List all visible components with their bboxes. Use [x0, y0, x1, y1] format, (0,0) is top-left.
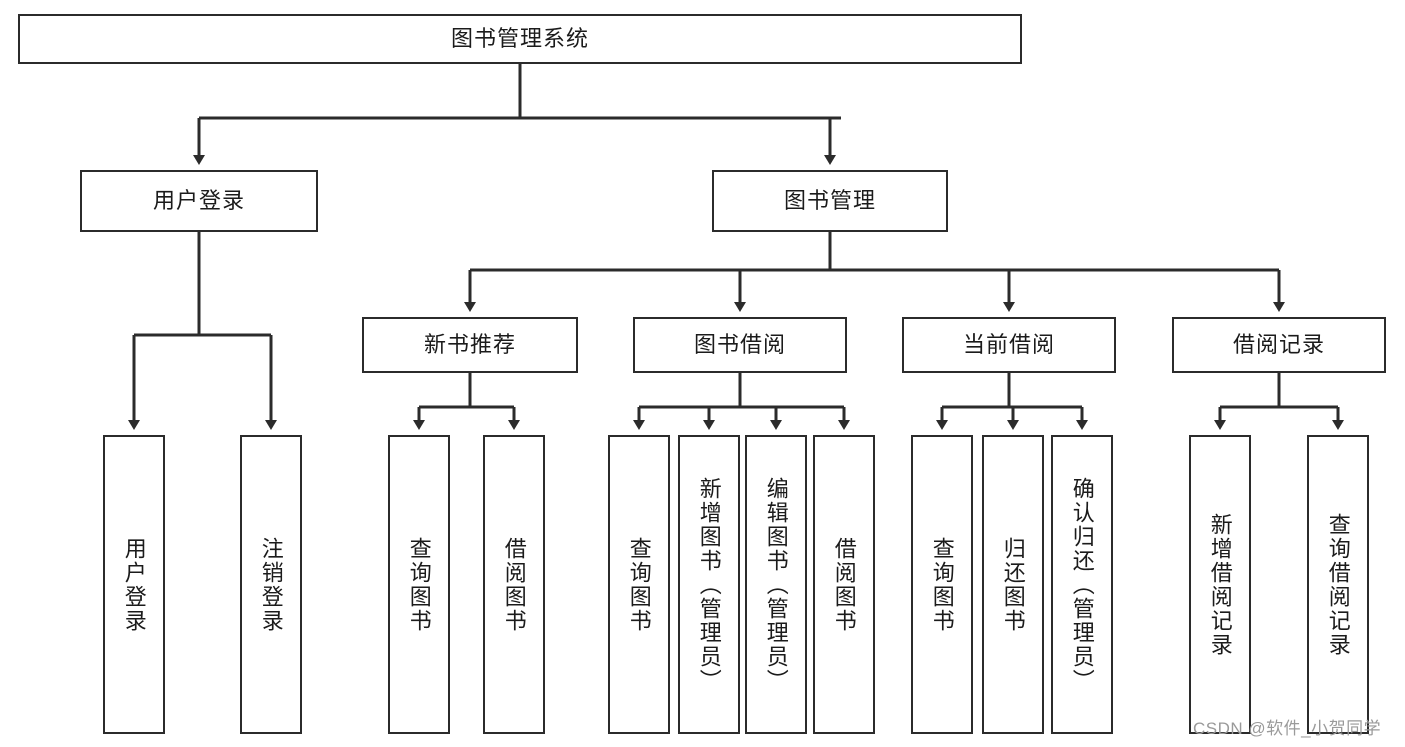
node-current-borrow[interactable]: 当前借阅: [902, 317, 1116, 373]
leaf-edit-book-admin[interactable]: 编辑图书（管理员）: [745, 435, 807, 734]
node-borrow-record[interactable]: 借阅记录: [1172, 317, 1386, 373]
leaf-label: 新增图书（管理员）: [696, 476, 722, 693]
leaf-label: 注销登录: [258, 536, 284, 633]
leaf-query-book-borrow[interactable]: 查询图书: [608, 435, 670, 734]
leaf-label: 用户登录: [121, 536, 147, 633]
leaf-add-borrow-record[interactable]: 新增借阅记录: [1189, 435, 1251, 734]
leaf-label: 新增借阅记录: [1207, 512, 1233, 657]
node-new-book-recommend[interactable]: 新书推荐: [362, 317, 578, 373]
leaf-query-book-current[interactable]: 查询图书: [911, 435, 973, 734]
leaf-label: 查询图书: [626, 536, 652, 633]
leaf-label: 查询图书: [406, 536, 432, 633]
leaf-label: 查询借阅记录: [1325, 512, 1351, 657]
leaf-label: 确认归还（管理员）: [1069, 476, 1095, 693]
node-book-borrow[interactable]: 图书借阅: [633, 317, 847, 373]
leaf-return-book[interactable]: 归还图书: [982, 435, 1044, 734]
leaf-label: 查询图书: [929, 536, 955, 633]
node-user-login[interactable]: 用户登录: [80, 170, 318, 232]
node-root[interactable]: 图书管理系统: [18, 14, 1022, 64]
leaf-label: 编辑图书（管理员）: [763, 476, 789, 693]
leaf-user-login[interactable]: 用户登录: [103, 435, 165, 734]
leaf-label: 借阅图书: [831, 536, 857, 633]
leaf-label: 归还图书: [1000, 536, 1026, 633]
leaf-confirm-return-admin[interactable]: 确认归还（管理员）: [1051, 435, 1113, 734]
csdn-watermark: CSDN @软件_小贺同学: [1193, 719, 1382, 738]
leaf-user-logout[interactable]: 注销登录: [240, 435, 302, 734]
leaf-query-borrow-record[interactable]: 查询借阅记录: [1307, 435, 1369, 734]
leaf-query-book-recommend[interactable]: 查询图书: [388, 435, 450, 734]
leaf-add-book-admin[interactable]: 新增图书（管理员）: [678, 435, 740, 734]
leaf-borrow-book[interactable]: 借阅图书: [813, 435, 875, 734]
leaf-label: 借阅图书: [501, 536, 527, 633]
leaf-borrow-book-recommend[interactable]: 借阅图书: [483, 435, 545, 734]
node-book-management[interactable]: 图书管理: [712, 170, 948, 232]
